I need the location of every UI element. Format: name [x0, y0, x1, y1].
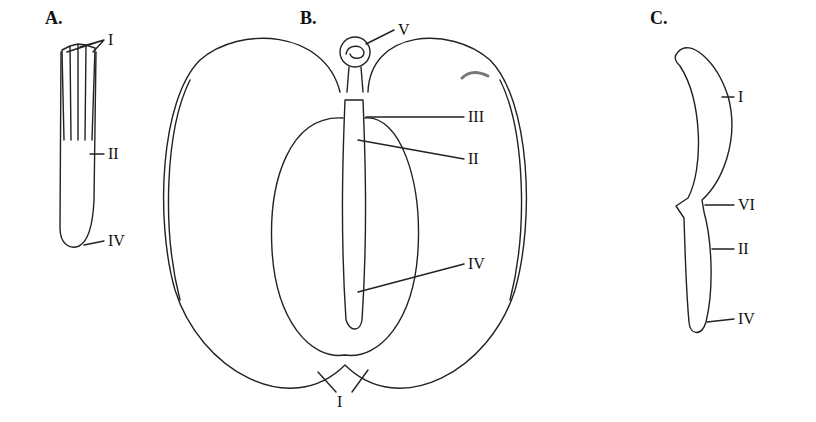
leader-line: [318, 30, 464, 392]
leader-line: [67, 40, 104, 245]
part-numeral: VI: [738, 196, 755, 214]
part-numeral: I: [337, 393, 342, 411]
part-numeral: IV: [468, 255, 485, 273]
inner-cotyledon: [272, 118, 419, 356]
part-numeral: IV: [738, 310, 755, 328]
plumule: [340, 37, 370, 67]
leader-line: [705, 97, 734, 322]
embryo-axis: [342, 100, 365, 329]
embryo-outline: [675, 48, 732, 333]
shading-mark: [462, 73, 488, 79]
seed-outline: [164, 38, 527, 388]
panel-letter: C.: [650, 8, 668, 28]
part-numeral: I: [108, 31, 113, 49]
part-numeral: V: [398, 21, 410, 39]
part-numeral: II: [738, 240, 749, 258]
plumule-detail: [346, 46, 364, 92]
part-numeral: I: [738, 88, 743, 106]
panel-letter: B.: [300, 8, 317, 28]
part-numeral: II: [468, 150, 479, 168]
part-numeral: IV: [108, 232, 125, 250]
part-numeral: III: [468, 108, 484, 126]
part-numeral: II: [108, 145, 119, 163]
panel-letter: A.: [45, 8, 63, 28]
embryo-strands: [62, 44, 95, 140]
